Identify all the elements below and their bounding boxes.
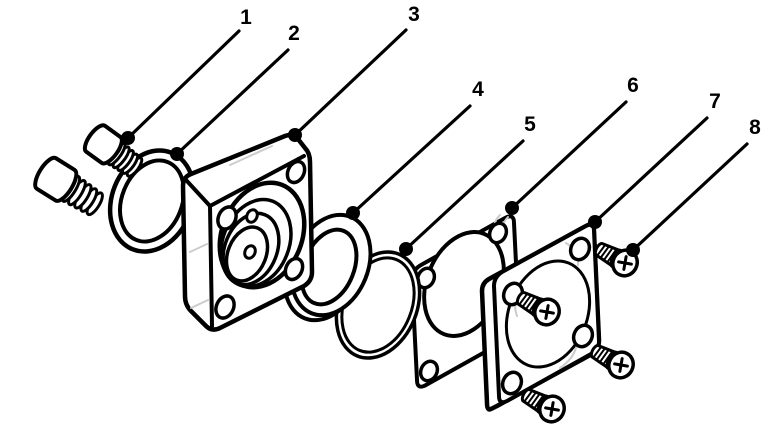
- callout-2: 2: [170, 22, 300, 161]
- leader-dot-3: [288, 128, 302, 142]
- screw-thread-lines: [518, 292, 540, 313]
- o-ring-front-inner: [118, 158, 186, 244]
- block-edges: [184, 154, 306, 328]
- leader-dot-2: [170, 147, 184, 161]
- leader-line-2: [175, 48, 290, 156]
- callout-label-8: 8: [749, 116, 761, 139]
- plate-hole: [500, 370, 524, 396]
- screw-thread-lines: [523, 389, 545, 410]
- callout-label-4: 4: [472, 78, 484, 101]
- screw-thread: [125, 156, 144, 178]
- callout-7: 7: [588, 90, 721, 229]
- screw-thread: [79, 187, 99, 213]
- leader-line-4: [351, 104, 472, 215]
- callout-5: 5: [399, 113, 536, 256]
- callout-label-1: 1: [240, 6, 252, 29]
- leader-dot-5: [399, 242, 413, 256]
- phillips-cross-icon: [613, 357, 629, 373]
- gasket-hole: [418, 359, 440, 383]
- screw-thread-lines: [592, 345, 614, 366]
- screw-thread-lines: [596, 243, 618, 264]
- callout-6: 6: [505, 74, 639, 215]
- part-pan-screw-bottom: [520, 388, 566, 424]
- leader-line-8: [631, 142, 749, 252]
- part-cap-screw-upper: [82, 123, 144, 178]
- leader-dot-6: [505, 201, 519, 215]
- block-corner-hole: [285, 159, 307, 185]
- leader-dot-1: [121, 131, 135, 145]
- callout-label-5: 5: [524, 113, 536, 136]
- callout-label-2: 2: [288, 22, 300, 45]
- part-pan-screw-right: [589, 344, 635, 380]
- callout-label-7: 7: [709, 90, 721, 113]
- callout-3: 3: [288, 3, 420, 142]
- part-housing-block: [180, 132, 315, 332]
- screw-head-rim: [54, 168, 78, 203]
- callout-1: 1: [121, 6, 252, 145]
- callout-label-3: 3: [408, 3, 420, 26]
- phillips-cross-icon: [617, 255, 633, 271]
- plate-hole: [571, 323, 595, 349]
- leader-dot-4: [346, 206, 360, 220]
- part-pan-screw-center: [515, 291, 561, 327]
- leader-line-5: [404, 139, 525, 251]
- leader-dot-8: [626, 243, 640, 257]
- block-corner-hole: [214, 294, 236, 320]
- leader-line-6: [510, 100, 628, 210]
- block-port-hole: [243, 244, 257, 260]
- block-hint-lines: [189, 145, 273, 309]
- block-corner-hole: [283, 256, 305, 282]
- phillips-cross-icon: [544, 401, 560, 417]
- gasket-hole: [487, 221, 509, 245]
- leader-line-3: [293, 28, 408, 137]
- leader-line-7: [593, 116, 709, 224]
- gasket-hole: [415, 266, 437, 290]
- part-pan-screw-top: [593, 242, 639, 278]
- part-gasket-plate: [410, 214, 521, 389]
- leader-dot-7: [588, 215, 602, 229]
- plate-hole: [568, 236, 592, 262]
- callout-8: 8: [626, 116, 761, 257]
- screw-thread: [111, 145, 131, 170]
- block-corner-hole: [216, 205, 238, 231]
- part-cap-screw-lower: [33, 155, 104, 217]
- leader-line-1: [126, 29, 241, 140]
- block-port-hole: [245, 208, 259, 224]
- phillips-cross-icon: [539, 304, 555, 320]
- callout-4: 4: [346, 78, 484, 220]
- callout-label-6: 6: [627, 74, 639, 97]
